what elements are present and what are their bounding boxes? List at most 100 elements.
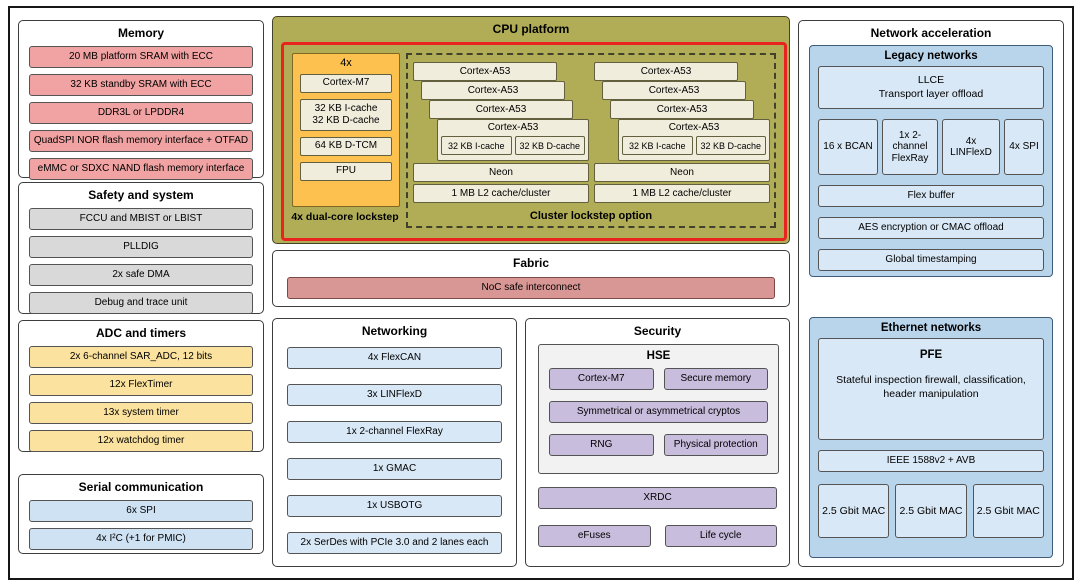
networking-item: 2x SerDes with PCIe 3.0 and 2 lanes each <box>287 532 502 554</box>
linflexd-block: 4x LINFlexD <box>942 119 1000 175</box>
a53-core-front-block: Cortex-A53 32 KB I-cache 32 KB D-cache <box>437 119 589 161</box>
networking-title: Networking <box>361 324 428 338</box>
efuses-block: eFuses <box>538 525 651 547</box>
networking-item: 1x GMAC <box>287 458 502 480</box>
a53-core-label: Cortex-A53 <box>487 122 539 133</box>
m7-dcache-label: 32 KB D-cache <box>312 115 380 126</box>
hse-row: RNG Physical protection <box>549 434 768 456</box>
serial-item: 6x SPI <box>29 500 253 522</box>
global-timestamping-block: Global timestamping <box>818 249 1044 271</box>
neon-block: Neon <box>413 163 589 182</box>
pfe-block: PFE Stateful inspection firewall, classi… <box>818 338 1044 440</box>
security-bottom-row: eFuses Life cycle <box>538 525 777 547</box>
m7-tcm-block: 64 KB D-TCM <box>300 137 392 156</box>
pfe-description: Stateful inspection firewall, classifica… <box>836 374 1026 401</box>
networking-item: 1x 2-channel FlexRay <box>287 421 502 443</box>
l2-cache-block: 1 MB L2 cache/cluster <box>413 184 589 203</box>
pfe-title: PFE <box>919 349 943 361</box>
a53-cluster-1: Cortex-A53 Cortex-A53 Cortex-A53 Cortex-… <box>413 62 589 203</box>
a53-core-block: Cortex-A53 <box>594 62 738 81</box>
safety-item: Debug and trace unit <box>29 292 253 314</box>
m7-core-block: Cortex-M7 <box>300 74 392 93</box>
l2-cache-block: 1 MB L2 cache/cluster <box>594 184 770 203</box>
m7-fpu-block: FPU <box>300 162 392 181</box>
gbit-mac-block: 2.5 Gbit MAC <box>818 484 890 538</box>
legacy-interfaces-row: 16 x BCAN 1x 2-channel FlexRay 4x LINFle… <box>818 119 1044 175</box>
a53-core-block: Cortex-A53 <box>610 100 754 119</box>
a53-icache-block: 32 KB I-cache <box>622 136 693 155</box>
memory-item: 32 KB standby SRAM with ECC <box>29 74 253 96</box>
fabric-section: Fabric NoC safe interconnect <box>272 250 790 307</box>
a53-core-block: Cortex-A53 <box>429 100 573 119</box>
gbit-mac-block: 2.5 Gbit MAC <box>972 484 1044 538</box>
networking-item: 3x LINFlexD <box>287 384 502 406</box>
legacy-networks-title: Legacy networks <box>884 50 978 62</box>
serial-item: 4x I²C (+1 for PMIC) <box>29 528 253 550</box>
adc-timer-item: 12x watchdog timer <box>29 430 253 452</box>
a53-dcache-block: 32 KB D-cache <box>514 136 585 155</box>
adc-timer-item: 2x 6-channel SAR_ADC, 12 bits <box>29 346 253 368</box>
adc-timer-item: 12x FlexTimer <box>29 374 253 396</box>
cluster-lockstep-box: Cortex-A53 Cortex-A53 Cortex-A53 Cortex-… <box>406 53 776 228</box>
neon-block: Neon <box>594 163 770 182</box>
a53-cache-row: 32 KB I-cache 32 KB D-cache <box>441 136 585 155</box>
m7-cache-block: 32 KB I-cache 32 KB D-cache <box>300 99 392 131</box>
safety-item: PLLDIG <box>29 236 253 258</box>
hse-cryptos-block: Symmetrical or asymmetrical cryptos <box>549 401 768 423</box>
memory-item: DDR3L or LPDDR4 <box>29 102 253 124</box>
memory-section: Memory 20 MB platform SRAM with ECC 32 K… <box>18 20 264 180</box>
cpu-platform-section: CPU platform 4x Cortex-M7 32 KB I-cache … <box>272 16 790 244</box>
m7-multiplier: 4x <box>340 57 352 69</box>
networking-section: Networking 4x FlexCAN 3x LINFlexD 1x 2-c… <box>272 318 517 567</box>
hse-title: HSE <box>646 350 671 362</box>
networking-item: 1x USBOTG <box>287 495 502 517</box>
memory-title: Memory <box>117 26 164 40</box>
lockstep-highlight-outline: 4x Cortex-M7 32 KB I-cache 32 KB D-cache… <box>281 42 787 241</box>
ethernet-networks-panel: Ethernet networks PFE Stateful inspectio… <box>809 317 1053 558</box>
serial-title: Serial communication <box>78 480 204 494</box>
memory-item: 20 MB platform SRAM with ECC <box>29 46 253 68</box>
serial-communication-section: Serial communication 6x SPI 4x I²C (+1 f… <box>18 474 264 554</box>
spi-block: 4x SPI <box>1004 119 1044 175</box>
safety-system-section: Safety and system FCCU and MBIST or LBIS… <box>18 182 264 314</box>
dual-core-lockstep-caption: 4x dual-core lockstep <box>291 211 399 223</box>
adc-timers-items: 2x 6-channel SAR_ADC, 12 bits 12x FlexTi… <box>29 346 253 458</box>
lifecycle-block: Life cycle <box>664 525 777 547</box>
cluster-lockstep-caption: Cluster lockstep option <box>529 210 653 222</box>
hse-row: Cortex-M7 Secure memory <box>549 368 768 390</box>
security-section: Security HSE Cortex-M7 Secure memory Sym… <box>525 318 790 567</box>
memory-item: QuadSPI NOR flash memory interface + OTF… <box>29 130 253 152</box>
ethernet-networks-title: Ethernet networks <box>880 322 982 334</box>
llce-title: LLCE <box>917 73 945 86</box>
a53-core-block: Cortex-A53 <box>421 81 565 100</box>
adc-timers-title: ADC and timers <box>95 326 187 340</box>
hse-cortex-m7-block: Cortex-M7 <box>549 368 654 390</box>
legacy-networks-panel: Legacy networks LLCE Transport layer off… <box>809 45 1053 277</box>
hse-rng-block: RNG <box>549 434 654 456</box>
flexray-block: 1x 2-channel FlexRay <box>882 119 938 175</box>
safety-item: FCCU and MBIST or LBIST <box>29 208 253 230</box>
flex-buffer-block: Flex buffer <box>818 185 1044 207</box>
hse-box: HSE Cortex-M7 Secure memory Symmetrical … <box>538 344 779 474</box>
cpu-platform-title: CPU platform <box>492 22 570 36</box>
hse-physical-protection-block: Physical protection <box>663 434 768 456</box>
memory-item: eMMC or SDXC NAND flash memory interface <box>29 158 253 180</box>
memory-items: 20 MB platform SRAM with ECC 32 KB stand… <box>29 46 253 186</box>
hse-row: Symmetrical or asymmetrical cryptos <box>549 401 768 423</box>
adc-timer-item: 13x system timer <box>29 402 253 424</box>
safety-item: 2x safe DMA <box>29 264 253 286</box>
aes-cmac-offload-block: AES encryption or CMAC offload <box>818 217 1044 239</box>
xrdc-block: XRDC <box>538 487 777 509</box>
a53-core-block: Cortex-A53 <box>602 81 746 100</box>
a53-core-label: Cortex-A53 <box>668 122 720 133</box>
mac-row: 2.5 Gbit MAC 2.5 Gbit MAC 2.5 Gbit MAC <box>818 484 1044 538</box>
safety-items: FCCU and MBIST or LBIST PLLDIG 2x safe D… <box>29 208 253 320</box>
bcan-block: 16 x BCAN <box>818 119 878 175</box>
llce-subtitle: Transport layer offload <box>878 87 984 100</box>
networking-items: 4x FlexCAN 3x LINFlexD 1x 2-channel Flex… <box>287 347 502 569</box>
a53-core-front-block: Cortex-A53 32 KB I-cache 32 KB D-cache <box>618 119 770 161</box>
network-acceleration-section: Network acceleration Legacy networks LLC… <box>798 20 1064 567</box>
noc-interconnect-block: NoC safe interconnect <box>287 277 775 299</box>
serial-items: 6x SPI 4x I²C (+1 for PMIC) <box>29 500 253 556</box>
